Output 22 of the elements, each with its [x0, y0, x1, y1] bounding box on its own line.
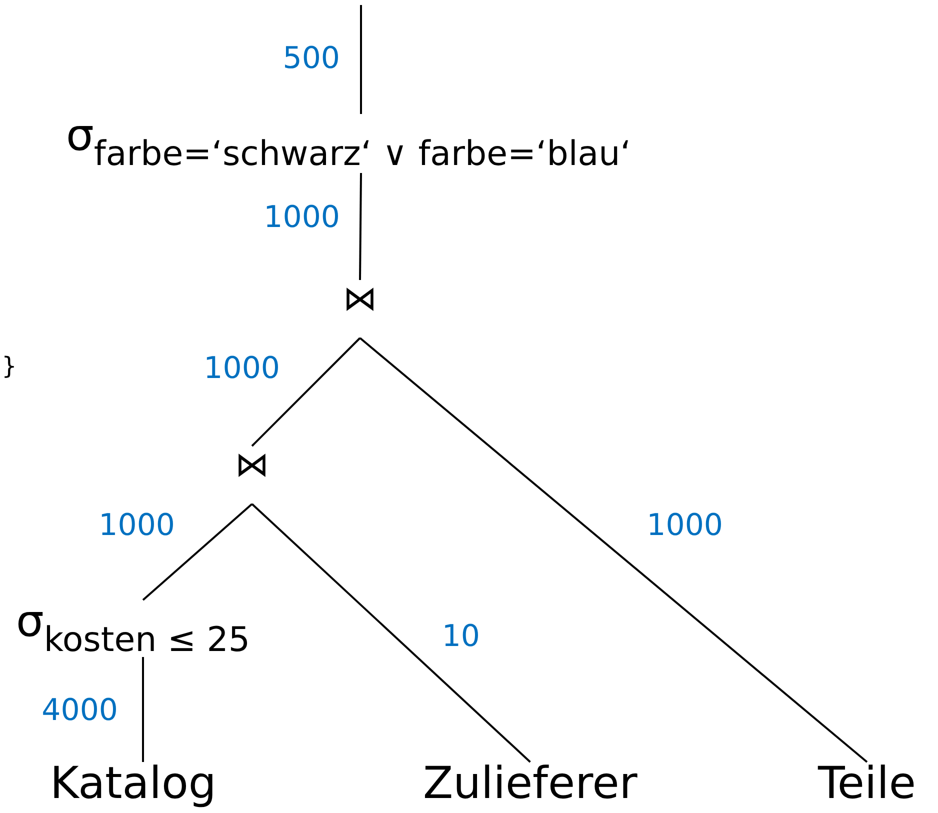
tree-edge	[142, 657, 144, 762]
tree-edge	[251, 503, 531, 763]
tree-edge	[142, 503, 253, 601]
tree-edge	[360, 5, 362, 114]
cardinality-label: 4000	[42, 696, 118, 726]
cardinality-label: 1000	[264, 203, 340, 233]
tree-edge	[359, 337, 868, 763]
relation-name: Zulieferer	[423, 762, 638, 806]
tree-edge	[359, 172, 362, 280]
cardinality-label: 10	[442, 622, 480, 652]
cardinality-label: 1000	[98, 511, 175, 541]
selection-operator: σ$_{kosten ≤ 25}$	[16, 600, 250, 657]
cardinality-label: 1000	[646, 511, 723, 541]
cardinality-label: 1000	[204, 354, 280, 384]
relation-name: Katalog	[50, 762, 216, 806]
join-operator: ⋈	[343, 282, 377, 316]
selection-operator: σ$_{farbe=‘schwarz‘ ∨ farbe=‘blau‘}$	[66, 114, 632, 171]
relation-name: Teile	[818, 762, 916, 806]
brace-fragment: }	[2, 354, 16, 378]
join-operator: ⋈	[235, 448, 269, 482]
cardinality-label: 500	[282, 44, 340, 74]
tree-edge	[251, 337, 361, 447]
